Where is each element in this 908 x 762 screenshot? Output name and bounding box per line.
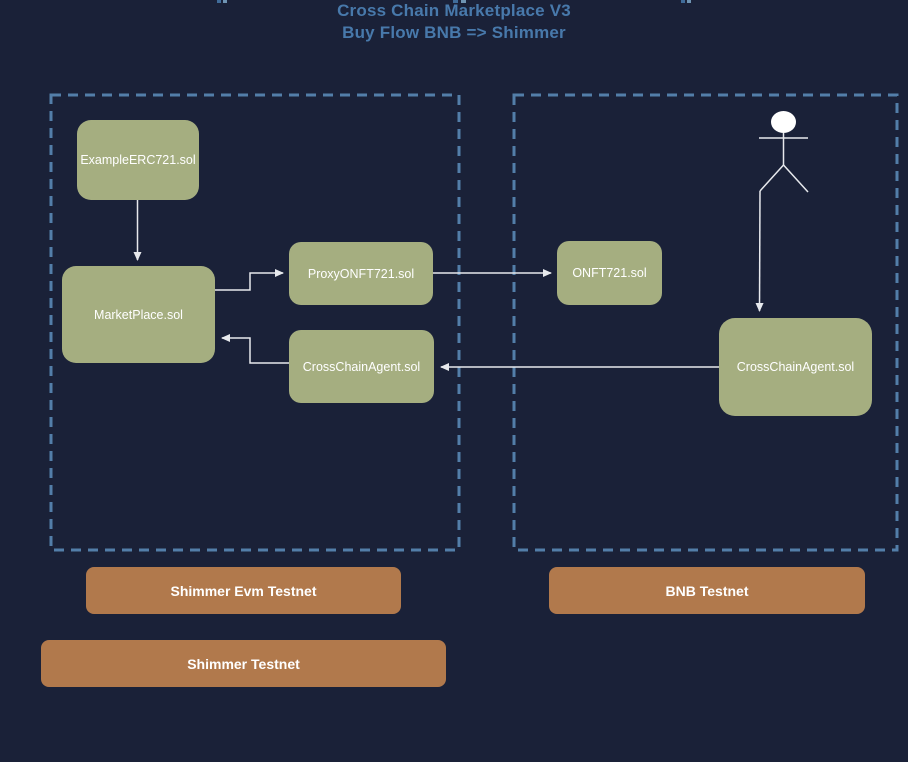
container-bnb-testnet — [512, 93, 899, 552]
node-proxy-onft721: ProxyONFT721.sol — [289, 242, 433, 305]
edge-cca-shimmer-to-marketplace — [221, 334, 289, 364]
edge-actor-to-cca-bnb — [755, 190, 764, 312]
node-cross-chain-agent-shimmer: CrossChainAgent.sol — [289, 330, 434, 403]
node-cross-chain-agent-bnb-label: CrossChainAgent.sol — [736, 360, 855, 374]
badge-shimmer-testnet: Shimmer Testnet — [41, 640, 446, 687]
node-marketplace: MarketPlace.sol — [62, 266, 215, 363]
diagram-title: Cross Chain Marketplace V3 Buy Flow BNB … — [0, 0, 908, 44]
node-cross-chain-agent-bnb: CrossChainAgent.sol — [719, 318, 872, 416]
diagram-title-line1: Cross Chain Marketplace V3 — [337, 1, 571, 20]
node-example-erc721: ExampleERC721.sol — [77, 120, 199, 200]
cropped-text-artifact — [453, 0, 458, 3]
user-actor-icon — [759, 111, 809, 193]
cropped-text-artifact — [687, 0, 691, 3]
cropped-text-artifact — [461, 0, 466, 3]
edge-marketplace-to-proxy-onft721 — [215, 269, 284, 291]
badge-bnb-testnet: BNB Testnet — [549, 567, 865, 614]
node-onft721-label: ONFT721.sol — [572, 266, 647, 280]
cropped-text-artifact — [681, 0, 685, 3]
container-shimmer-evm-testnet — [49, 93, 461, 552]
diagram-title-line2: Buy Flow BNB => Shimmer — [342, 23, 566, 42]
node-proxy-onft721-label: ProxyONFT721.sol — [307, 266, 415, 281]
cropped-text-artifact — [217, 0, 221, 3]
badge-shimmer-evm-testnet: Shimmer Evm Testnet — [86, 567, 401, 614]
badge-shimmer-evm-testnet-label: Shimmer Evm Testnet — [170, 582, 317, 599]
node-cross-chain-agent-shimmer-label: CrossChainAgent.sol — [302, 359, 421, 374]
node-marketplace-label: MarketPlace.sol — [94, 307, 183, 322]
badge-shimmer-testnet-label: Shimmer Testnet — [187, 655, 300, 672]
node-onft721: ONFT721.sol — [557, 241, 662, 305]
node-example-erc721-label: ExampleERC721.sol — [80, 153, 196, 167]
cropped-text-artifact — [223, 0, 227, 3]
badge-bnb-testnet-label: BNB Testnet — [665, 582, 749, 599]
